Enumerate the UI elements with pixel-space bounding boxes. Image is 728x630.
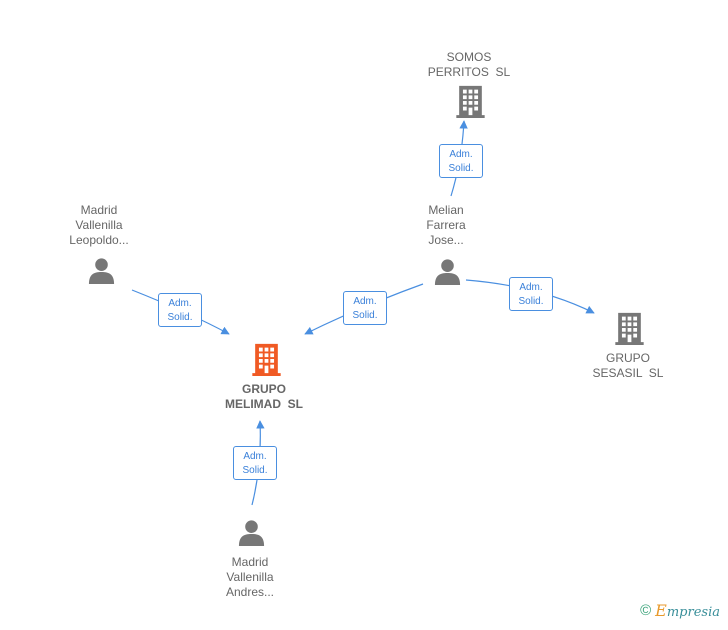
person-icon[interactable] (88, 258, 115, 285)
node-label-melimad[interactable]: GRUPO MELIMAD SL (225, 382, 303, 411)
brand-logo[interactable]: Empresia (655, 601, 720, 620)
node-label-andres[interactable]: Madrid Vallenilla Andres... (225, 555, 275, 599)
node-label-melian[interactable]: Melian Farrera Jose... (426, 203, 466, 247)
person-icon[interactable] (238, 520, 265, 547)
copyright-icon: © (640, 602, 652, 619)
edge-label-melian-melimad: Adm. Solid. (343, 291, 387, 325)
building-icon[interactable] (456, 85, 485, 118)
building-icon[interactable] (252, 343, 281, 376)
edge-label-melian-somos: Adm. Solid. (439, 144, 483, 178)
footer-credit: © Empresia (640, 601, 720, 620)
brand-name: mpresia (666, 605, 720, 620)
edge-label-andres-melimad: Adm. Solid. (233, 446, 277, 480)
brand-initial: E (655, 601, 667, 620)
person-icon[interactable] (434, 259, 461, 286)
node-label-leopoldo[interactable]: Madrid Vallenilla Leopoldo... (69, 203, 129, 247)
edge-label-melian-sesasil: Adm. Solid. (509, 277, 553, 311)
edge-label-leopoldo-melimad: Adm. Solid. (158, 293, 202, 327)
building-icon[interactable] (615, 312, 644, 345)
node-label-somos[interactable]: SOMOS PERRITOS SL (427, 50, 511, 79)
node-label-sesasil[interactable]: GRUPO SESASIL SL (592, 351, 664, 380)
